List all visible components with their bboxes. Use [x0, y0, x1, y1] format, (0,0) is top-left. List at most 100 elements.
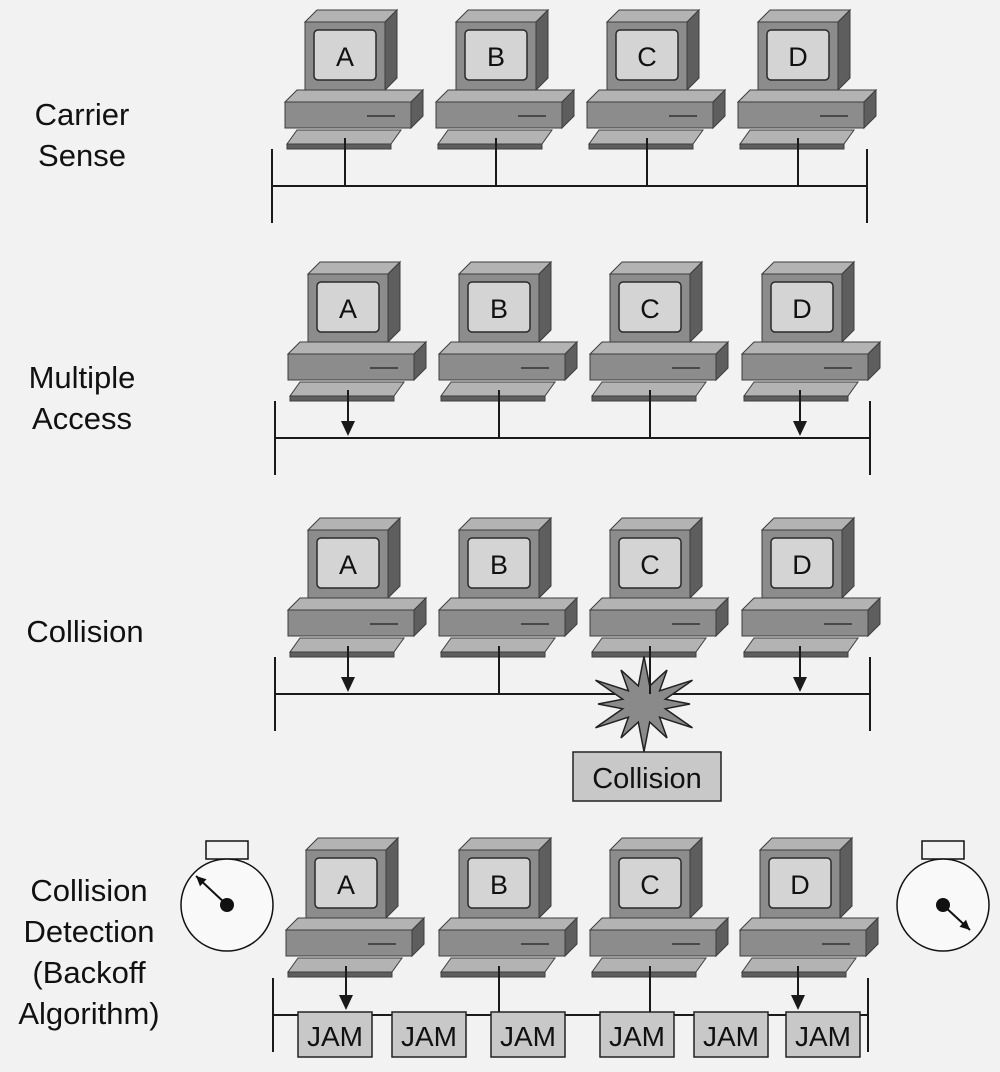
base-top — [437, 917, 579, 931]
base-top — [588, 917, 730, 931]
keyboard-front — [739, 143, 845, 150]
monitor-side — [385, 836, 399, 920]
computer-icon: C — [588, 260, 730, 402]
base-top — [588, 341, 730, 355]
base-front — [739, 929, 867, 957]
jam-box — [599, 1011, 675, 1058]
jam-label: JAM — [401, 1021, 457, 1052]
computer-label: B — [490, 294, 508, 324]
base-front — [737, 101, 865, 129]
jam-box — [391, 1011, 467, 1058]
row-label-collision-detection: Collision Detection (Backoff Algorithm) — [4, 870, 174, 1034]
label-line: Sense — [38, 138, 126, 173]
base-front — [741, 353, 869, 381]
collision-burst-icon — [595, 656, 693, 752]
computer-label: D — [792, 294, 812, 324]
monitor-top — [756, 9, 852, 23]
stopwatch-pivot — [936, 898, 950, 912]
computer-icon: C — [588, 516, 730, 658]
jam-box — [693, 1011, 769, 1058]
base-front — [287, 609, 415, 637]
monitor-top — [608, 261, 704, 275]
computer-label: C — [640, 294, 660, 324]
monitor-screen — [770, 281, 834, 333]
base-top — [588, 597, 730, 611]
monitor-side — [841, 516, 855, 600]
keyboard-front — [591, 395, 697, 402]
stopwatch-crown — [205, 840, 249, 860]
monitor-top — [457, 517, 553, 531]
monitor-side — [839, 836, 853, 920]
base-top — [286, 341, 428, 355]
computer-icon: B — [437, 516, 579, 658]
monitor-side — [689, 516, 703, 600]
computer-label: A — [337, 870, 355, 900]
stopwatch-hand-tip — [959, 919, 970, 930]
base-front — [287, 353, 415, 381]
collision-box — [572, 751, 722, 802]
monitor-screen — [464, 29, 528, 81]
collision-label: Collision — [592, 763, 702, 795]
base-top — [286, 597, 428, 611]
keyboard-front — [743, 651, 849, 658]
keyboard-front — [591, 651, 697, 658]
monitor-side — [689, 260, 703, 344]
stopwatch-hand-tip — [196, 876, 207, 887]
base-front — [586, 101, 714, 129]
jam-box — [490, 1011, 566, 1058]
monitor-side — [535, 8, 549, 92]
monitor-top — [306, 517, 402, 531]
base-front — [435, 101, 563, 129]
computer-label: D — [790, 870, 810, 900]
monitor-screen — [768, 857, 832, 909]
computer-icon: A — [284, 836, 426, 978]
down-arrow-icon — [341, 390, 355, 436]
down-arrow-icon — [793, 390, 807, 436]
label-line: Collision — [30, 873, 148, 908]
keyboard-front — [440, 971, 546, 978]
monitor-screen — [618, 857, 682, 909]
monitor-screen — [314, 857, 378, 909]
computer-icon: A — [283, 8, 425, 150]
monitor-top — [608, 517, 704, 531]
computer-label: A — [336, 42, 354, 72]
monitor-top — [457, 837, 553, 851]
label-line: Multiple — [28, 360, 136, 395]
monitor-top — [760, 517, 856, 531]
computer-label: B — [490, 550, 508, 580]
down-arrow-icon — [341, 646, 355, 692]
keyboard-front — [743, 395, 849, 402]
computer-icon: D — [740, 260, 882, 402]
monitor-side — [384, 8, 398, 92]
monitor-top — [303, 9, 399, 23]
monitor-side — [387, 516, 401, 600]
monitor-screen — [316, 281, 380, 333]
arrow-head — [791, 995, 805, 1010]
stopwatch-pivot — [220, 898, 234, 912]
label-line: Algorithm) — [18, 996, 160, 1031]
computer-label: B — [487, 42, 505, 72]
arrow-head — [339, 995, 353, 1010]
arrow-head — [793, 677, 807, 692]
base-front — [438, 353, 566, 381]
computer-icon: A — [286, 260, 428, 402]
monitor-screen — [467, 857, 531, 909]
stopwatch-icon — [180, 840, 274, 952]
computer-icon: B — [437, 836, 579, 978]
jam-label: JAM — [795, 1021, 851, 1052]
monitor-side — [689, 836, 703, 920]
arrow-head — [341, 421, 355, 436]
stopwatch-icon — [896, 840, 990, 952]
jam-box — [785, 1011, 861, 1058]
arrow-head — [793, 421, 807, 436]
base-front — [284, 101, 412, 129]
base-top — [434, 89, 576, 103]
jam-label: JAM — [609, 1021, 665, 1052]
ethernet-bus — [274, 401, 871, 475]
computer-label: B — [490, 870, 508, 900]
keyboard-front — [289, 651, 395, 658]
monitor-screen — [467, 537, 531, 589]
label-line: (Backoff — [32, 955, 146, 990]
down-arrow-icon — [339, 966, 353, 1010]
